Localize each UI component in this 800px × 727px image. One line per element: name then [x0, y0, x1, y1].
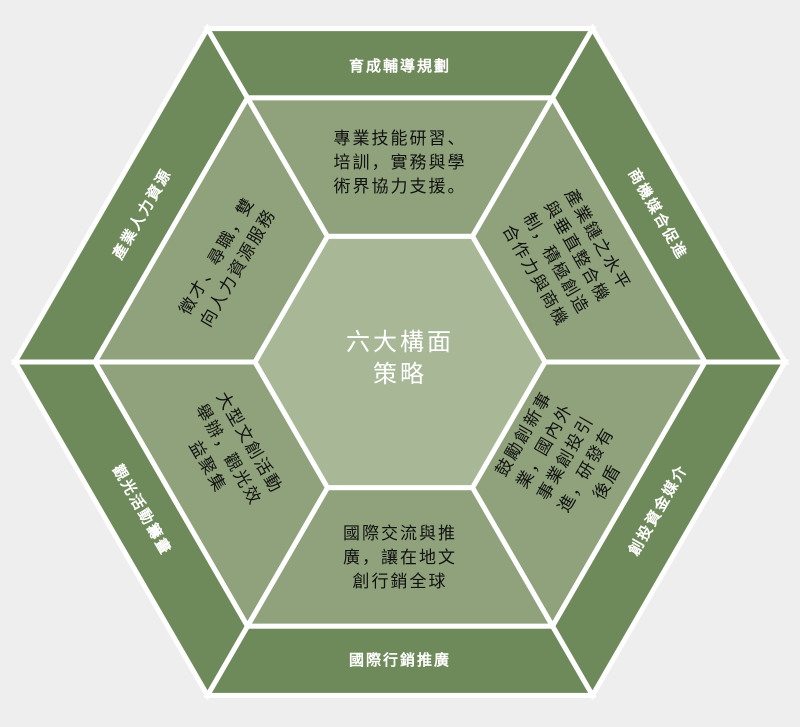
center-hexagon	[252, 233, 548, 491]
text-line: 培訓，實務與學	[334, 153, 467, 173]
text-line: 創行銷全球	[353, 572, 448, 592]
text-line: 術界協力支援。	[334, 177, 467, 197]
hexagon-shapes	[10, 23, 790, 701]
center-title: 六大構面 策略	[346, 328, 454, 388]
center-title-line: 策略	[373, 360, 427, 388]
middle-text-top: 專業技能研習、 培訓，實務與學 術界協力支援。	[334, 129, 467, 197]
center-title-line: 六大構面	[346, 328, 454, 356]
outer-label-top: 育成輔導規劃	[349, 57, 451, 75]
text-line: 廣，讓在地文	[343, 547, 457, 568]
outer-label-bottom: 國際行銷推廣	[349, 651, 451, 669]
text-line: 國際交流與推	[343, 524, 457, 544]
middle-text-bottom: 國際交流與推 廣，讓在地文 創行銷全球	[343, 524, 457, 592]
text-line: 專業技能研習、	[334, 129, 467, 149]
